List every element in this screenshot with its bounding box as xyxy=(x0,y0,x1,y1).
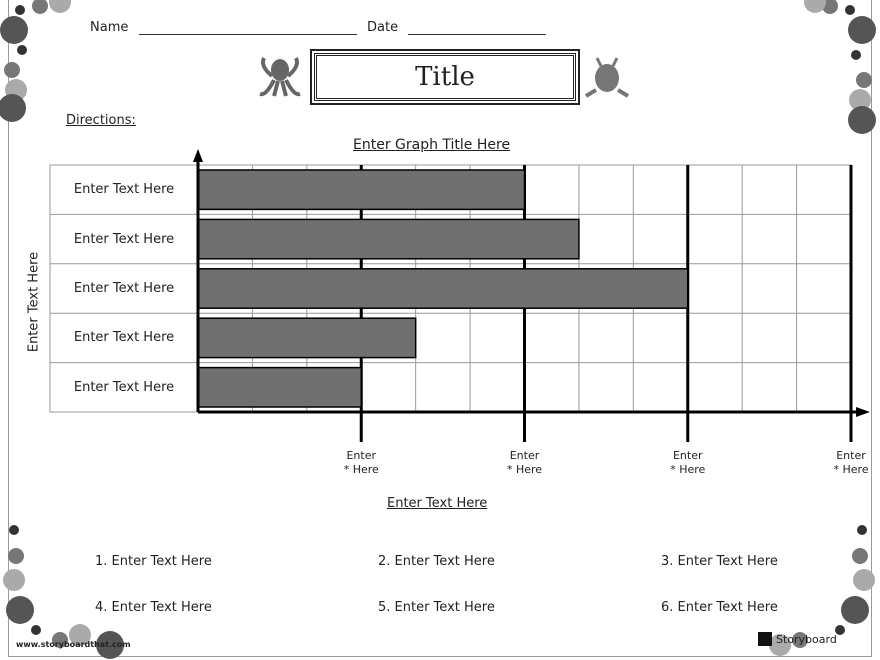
date-label: Date xyxy=(367,20,399,35)
decoration-bubble xyxy=(69,624,91,646)
decoration-bubble xyxy=(0,94,26,122)
decoration-bubble xyxy=(17,45,27,55)
worksheet-title[interactable]: Title xyxy=(310,49,580,105)
decoration-bubble xyxy=(6,596,34,624)
x-tick-label[interactable]: Enter* Here xyxy=(336,449,386,477)
x-tick-label-line2: * Here xyxy=(833,463,869,476)
decoration-bubble xyxy=(835,625,845,635)
decoration-bubble xyxy=(0,16,28,44)
x-tick-label-line2: * Here xyxy=(506,463,543,476)
row-label[interactable]: Enter Text Here xyxy=(73,379,175,395)
x-tick-label-line1: Enter xyxy=(509,449,540,462)
decoration-bubble xyxy=(852,548,868,564)
answer-4[interactable]: 4. Enter Text Here xyxy=(95,600,212,615)
bar xyxy=(197,366,362,408)
row-label[interactable]: Enter Text Here xyxy=(73,231,175,247)
bar xyxy=(197,317,417,359)
decoration-bubble xyxy=(9,525,19,535)
answer-3[interactable]: 3. Enter Text Here xyxy=(661,554,778,569)
x-axis-label[interactable]: Enter Text Here xyxy=(387,496,488,511)
decoration-bubble xyxy=(96,631,124,659)
decoration-bubble xyxy=(857,525,867,535)
decoration-bubble xyxy=(49,0,71,13)
x-tick-label[interactable]: Enter* Here xyxy=(663,449,713,477)
website-watermark: www.storyboardthat.com xyxy=(16,640,131,649)
bar xyxy=(197,268,689,309)
name-label: Name xyxy=(90,20,129,35)
x-tick-label[interactable]: Enter* Here xyxy=(826,449,876,477)
row-label[interactable]: Enter Text Here xyxy=(73,182,175,198)
directions-label: Directions: xyxy=(66,113,136,128)
date-field[interactable]: Date xyxy=(367,20,547,35)
date-line[interactable] xyxy=(408,34,547,35)
decoration-bubble xyxy=(52,632,68,648)
decoration-bubble xyxy=(31,625,41,635)
row-label[interactable]: Enter Text Here xyxy=(73,330,175,346)
storyboard-logo-icon xyxy=(758,632,772,646)
decoration-bubble xyxy=(4,62,20,78)
octopus-monster-icon xyxy=(256,56,304,98)
decoration-bubble xyxy=(769,634,791,656)
decoration-bubble xyxy=(792,632,808,648)
answer-5[interactable]: 5. Enter Text Here xyxy=(378,600,495,615)
decoration-bubble xyxy=(32,0,48,14)
y-axis-label[interactable]: Enter Text Here xyxy=(26,251,42,353)
decoration-bubble xyxy=(8,548,24,564)
x-tick-label-line1: Enter xyxy=(346,449,377,462)
decoration-bubble xyxy=(851,50,861,60)
answer-1[interactable]: 1. Enter Text Here xyxy=(95,554,212,569)
brand-logo: Storyboard xyxy=(776,633,837,646)
decoration-bubble xyxy=(849,89,871,111)
decoration-bubble xyxy=(804,0,826,13)
x-tick-label-line1: Enter xyxy=(836,449,866,462)
decoration-bubble xyxy=(822,0,838,14)
name-line[interactable] xyxy=(138,34,357,35)
bar xyxy=(197,218,580,260)
decoration-bubble xyxy=(853,569,875,591)
row-label[interactable]: Enter Text Here xyxy=(73,280,175,296)
decoration-bubble xyxy=(848,106,876,134)
x-tick-label-line2: * Here xyxy=(343,463,379,476)
graph-title[interactable]: Enter Graph Title Here xyxy=(353,137,511,153)
x-tick-label-line1: Enter xyxy=(672,449,703,462)
decoration-bubble xyxy=(15,5,25,15)
page-border xyxy=(8,0,872,657)
answer-2[interactable]: 2. Enter Text Here xyxy=(378,554,495,569)
x-tick-label-line2: * Here xyxy=(670,463,706,476)
x-axis-arrow-icon xyxy=(856,407,870,417)
answer-6[interactable]: 6. Enter Text Here xyxy=(661,600,778,615)
decoration-bubble xyxy=(848,16,876,44)
decoration-bubble xyxy=(845,5,855,15)
y-axis-arrow-icon xyxy=(193,149,203,162)
bar xyxy=(197,169,526,211)
x-tick-label[interactable]: Enter* Here xyxy=(500,449,550,477)
frog-monster-icon xyxy=(584,56,630,98)
decoration-bubble xyxy=(856,72,872,88)
decoration-bubble xyxy=(841,596,869,624)
decoration-bubble xyxy=(3,569,25,591)
name-field[interactable]: Name xyxy=(90,20,357,35)
